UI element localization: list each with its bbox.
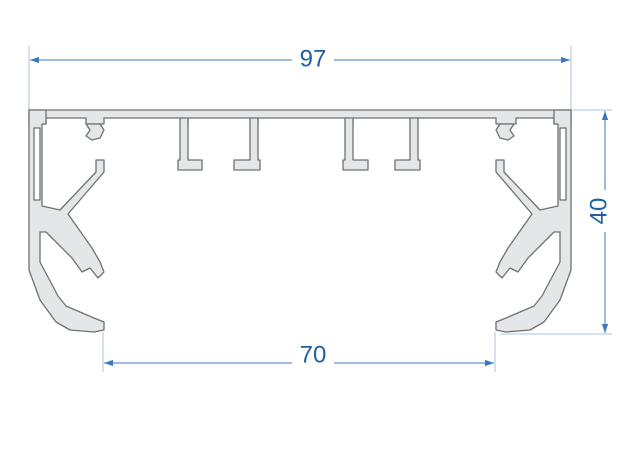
top-plate [28,109,572,125]
bottom-opening-label: 70 [300,341,327,368]
left-wall-cavity [33,127,41,201]
dimension-overall-width: 97 [28,45,572,110]
left-groove-hook [85,123,105,141]
dimension-bottom-opening: 70 [102,332,496,372]
height-label: 40 [585,198,612,225]
overall-width-label: 97 [300,45,327,72]
aluminium-profile [28,109,572,333]
right-side-wall [495,109,572,333]
t-slot-leg-right-inner [342,117,369,171]
right-wall-cavity [559,127,567,201]
t-slot-leg-left-outer [177,117,203,171]
t-slot-leg-left-inner [233,117,261,171]
left-side-wall [28,109,105,333]
right-groove-hook [495,123,515,141]
dimension-height: 40 [500,109,612,335]
t-slot-leg-right-outer [394,117,421,171]
